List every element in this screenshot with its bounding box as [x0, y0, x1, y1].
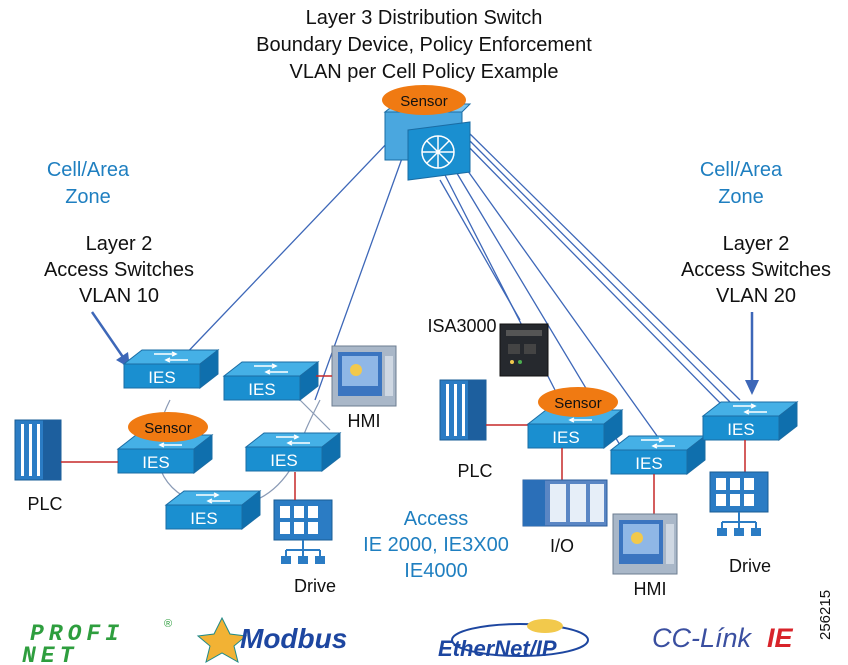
svg-text:EtherNet/IP: EtherNet/IP: [438, 636, 557, 661]
plc-left-label: PLC: [27, 494, 62, 514]
svg-text:®: ®: [164, 618, 172, 630]
right-access-line-3: VLAN 20: [716, 285, 796, 307]
hmi-right-label: HMI: [634, 579, 667, 599]
ethernetip-logo: EtherNet/IP: [438, 619, 589, 661]
svg-text:CC-Línk: CC-Línk: [652, 623, 753, 653]
access-note-line-2: IE 2000, IE3X00: [363, 534, 509, 556]
diagram-title: Layer 3 Distribution Switch Boundary Dev…: [256, 7, 592, 83]
left-access-line-2: Access Switches: [44, 259, 194, 281]
svg-text:IE: IE: [767, 623, 794, 653]
hmi-right: [612, 513, 678, 575]
svg-text:Sensor: Sensor: [554, 395, 602, 412]
title-line-2: Boundary Device, Policy Enforcement: [256, 34, 592, 56]
sensor-badge-left: Sensor: [128, 412, 208, 442]
ies-switch-left-hmi[interactable]: IES: [223, 361, 319, 401]
right-zone-line-1: Cell/Area: [700, 159, 783, 181]
drive-left: [273, 499, 333, 565]
right-access-line-1: Layer 2: [723, 233, 790, 255]
svg-text:NET: NET: [22, 643, 78, 665]
uplink-lines: [179, 129, 741, 446]
right-arrow: [745, 312, 759, 395]
ies-switch-left-top[interactable]: IES: [123, 349, 219, 389]
sensor-badge-top: Sensor: [382, 85, 466, 115]
isa3000-label: ISA3000: [427, 316, 496, 336]
svg-text:Sensor: Sensor: [144, 420, 192, 437]
title-line-3: VLAN per Cell Policy Example: [290, 61, 559, 83]
left-arrow: [90, 311, 130, 368]
svg-text:IES: IES: [270, 451, 297, 470]
cclink-logo: CC-Línk IE: [652, 623, 794, 653]
modbus-logo: Modbus: [196, 616, 347, 664]
ies-switch-left-sensor[interactable]: IES: [117, 434, 213, 474]
svg-text:IES: IES: [142, 453, 169, 472]
access-note-line-3: IE4000: [404, 560, 467, 582]
right-zone-line-2: Zone: [718, 186, 764, 208]
figure-id: 256215: [817, 590, 834, 640]
plc-left: [14, 419, 62, 481]
svg-text:IES: IES: [190, 509, 217, 528]
svg-text:IES: IES: [727, 420, 754, 439]
svg-text:IES: IES: [248, 380, 275, 399]
isa3000-device[interactable]: [499, 323, 549, 377]
drive-right: [709, 471, 769, 537]
svg-text:IES: IES: [552, 428, 579, 447]
left-access-line-1: Layer 2: [86, 233, 153, 255]
ies-switch-left-bottom[interactable]: IES: [165, 490, 261, 530]
svg-text:IES: IES: [635, 454, 662, 473]
right-access-line-2: Access Switches: [681, 259, 831, 281]
svg-text:Sensor: Sensor: [400, 93, 448, 110]
left-access-line-3: VLAN 10: [79, 285, 159, 307]
left-zone-line-2: Zone: [65, 186, 111, 208]
ies-switch-left-drive[interactable]: IES: [245, 432, 341, 472]
hmi-left: [331, 345, 397, 407]
io-module: [522, 479, 608, 527]
profinet-logo: PROFI NET ®: [22, 618, 172, 665]
access-note-line-1: Access: [404, 508, 468, 530]
hmi-left-label: HMI: [348, 411, 381, 431]
ies-switch-right-drive[interactable]: IES: [702, 401, 798, 441]
drive-right-label: Drive: [729, 556, 771, 576]
title-line-1: Layer 3 Distribution Switch: [306, 7, 543, 29]
plc-right: [439, 379, 487, 441]
svg-text:PROFI: PROFI: [30, 621, 124, 647]
svg-text:Modbus: Modbus: [240, 623, 347, 654]
sensor-badge-right: Sensor: [538, 387, 618, 417]
io-label: I/O: [550, 536, 574, 556]
drive-left-label: Drive: [294, 576, 336, 596]
ies-switch-right-hmi[interactable]: IES: [610, 435, 706, 475]
left-zone-line-1: Cell/Area: [47, 159, 130, 181]
svg-text:IES: IES: [148, 368, 175, 387]
ies-switch-right-sensor[interactable]: IES: [527, 409, 623, 449]
plc-right-label: PLC: [457, 461, 492, 481]
